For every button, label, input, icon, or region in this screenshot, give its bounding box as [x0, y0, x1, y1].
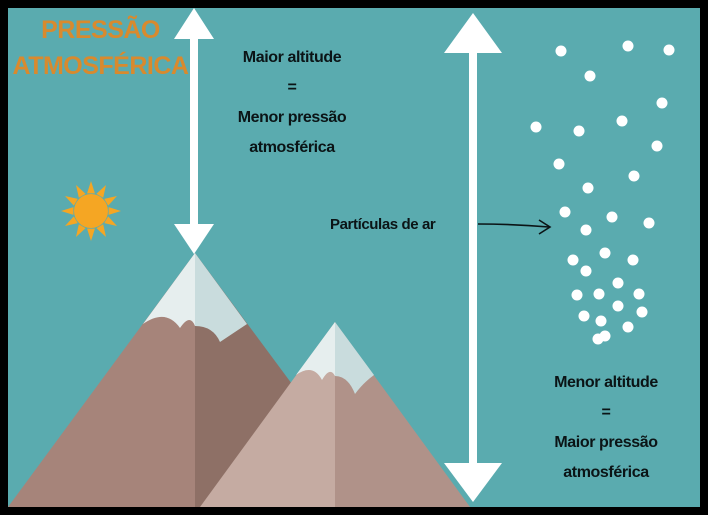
- sun-ray: [76, 224, 86, 237]
- diagram-canvas: PRESSÃO ATMOSFÉRICA Maior altitude = Men…: [8, 8, 700, 507]
- sun-ray: [96, 224, 106, 237]
- air-particle: [578, 310, 590, 322]
- sun-ray: [96, 185, 106, 198]
- air-particle: [651, 140, 663, 152]
- sun-ray: [87, 181, 95, 194]
- illustration: [8, 8, 675, 507]
- sun-ray: [104, 196, 117, 206]
- air-particle: [582, 182, 594, 194]
- air-particle: [663, 44, 675, 56]
- diagram-title: PRESSÃO ATMOSFÉRICA: [12, 16, 189, 80]
- sun-ray: [65, 196, 78, 206]
- air-particle: [627, 254, 639, 266]
- small-mountain: [200, 322, 470, 507]
- air-particle: [559, 206, 571, 218]
- air-particle: [571, 289, 583, 301]
- sun-ray: [104, 216, 117, 226]
- low-altitude-label: Menor altitude = Maior pressão atmosféri…: [554, 374, 658, 481]
- air-particle: [584, 70, 596, 82]
- air-particle: [595, 315, 607, 327]
- double-arrow-icon: [174, 8, 214, 254]
- air-particle: [592, 333, 604, 345]
- air-particle: [622, 40, 634, 52]
- air-particle: [599, 247, 611, 259]
- air-particle: [580, 224, 592, 236]
- sun-ray: [61, 207, 74, 215]
- air-particle: [656, 97, 668, 109]
- high-altitude-label: Maior altitude = Menor pressão atmosféri…: [237, 49, 347, 156]
- air-particle: [612, 277, 624, 289]
- air-particle: [530, 121, 542, 133]
- arrow-right-icon: [477, 219, 552, 235]
- air-particle: [616, 115, 628, 127]
- air-particle: [643, 217, 655, 229]
- air-particles-label: Partículas de ar: [330, 216, 436, 233]
- sun-ray: [108, 207, 121, 215]
- sun-icon: [61, 181, 121, 241]
- air-particle: [606, 211, 618, 223]
- air-particle: [567, 254, 579, 266]
- air-particle: [633, 288, 645, 300]
- sun-ray: [87, 228, 95, 241]
- air-particle: [553, 158, 565, 170]
- air-particle: [555, 45, 567, 57]
- air-particle: [636, 306, 648, 318]
- sun-ray: [65, 216, 78, 226]
- air-particle: [622, 321, 634, 333]
- sun-ray: [76, 185, 86, 198]
- air-particle: [628, 170, 640, 182]
- air-particle: [573, 125, 585, 137]
- air-particles: [530, 40, 675, 345]
- air-particle: [580, 265, 592, 277]
- double-arrow-icon: [444, 13, 502, 502]
- air-particle: [593, 288, 605, 300]
- air-particle: [612, 300, 624, 312]
